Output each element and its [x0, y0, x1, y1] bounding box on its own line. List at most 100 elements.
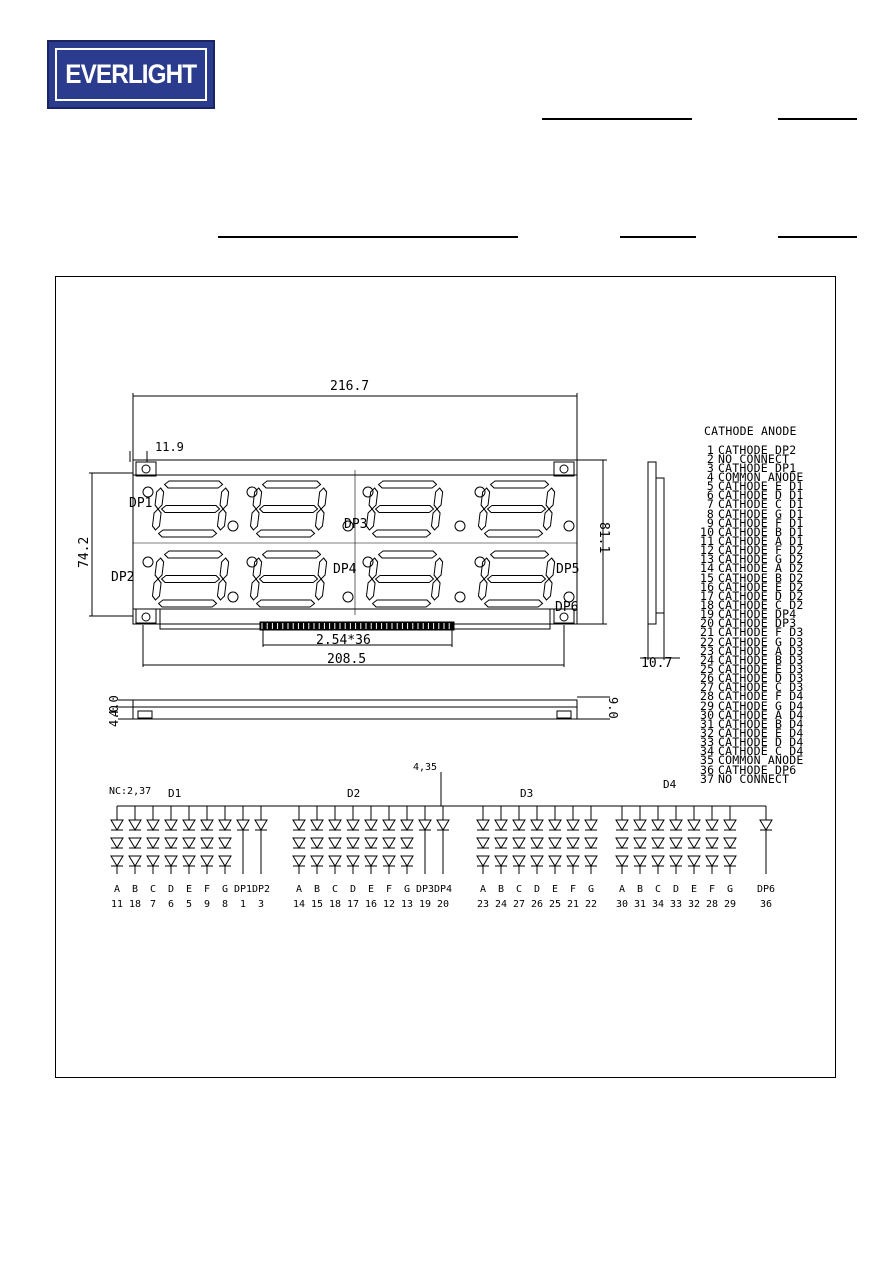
pin-description: CATHODE DP4 — [718, 607, 797, 622]
pin-description: CATHODE DP1 — [718, 460, 797, 475]
group-d3-label: D3 — [520, 787, 533, 800]
diode-symbol — [530, 837, 544, 849]
segment — [365, 508, 376, 531]
header-rule-3 — [218, 236, 518, 238]
segment — [255, 599, 316, 608]
pin-description: CATHODE E D3 — [718, 661, 804, 676]
dim-thickness-total: 9.0 — [606, 697, 620, 719]
segment-chain — [687, 806, 701, 874]
dp-dot — [474, 556, 486, 568]
diode-symbol — [651, 837, 665, 849]
dim-hole-offset: 11.9 — [155, 440, 184, 454]
segment-chain — [182, 806, 196, 874]
circuit-diagram: A11B18C7D6E5F9G8DP11DP23A14B15C18D17E16F… — [110, 772, 775, 910]
segment — [317, 557, 328, 580]
segment-chain — [292, 806, 306, 874]
diode-symbol — [310, 819, 324, 831]
segment-chain — [615, 806, 629, 874]
segment-chain — [346, 806, 360, 874]
mount-tab — [553, 608, 575, 624]
diode-symbol — [476, 837, 490, 849]
diode-symbol — [512, 855, 526, 867]
mount-tab — [135, 461, 157, 477]
segment — [261, 480, 322, 489]
mount-hole — [559, 612, 569, 622]
pin-number: 8 — [706, 506, 714, 521]
diode-symbol — [400, 855, 414, 867]
logo-border: EVERLIGHT — [55, 48, 207, 101]
diode-symbol — [723, 837, 737, 849]
segment — [249, 508, 260, 531]
pin-description: CATHODE D D1 — [718, 488, 804, 503]
pin-label: 24 — [495, 899, 507, 910]
segment-label: A — [296, 884, 302, 895]
pin-number: 20 — [700, 616, 715, 631]
pin-description: CATHODE B D4 — [718, 716, 804, 731]
segment — [314, 508, 325, 531]
segment-label: F — [709, 884, 715, 895]
pin-number: 17 — [700, 588, 715, 603]
segment — [542, 578, 553, 601]
segment — [371, 599, 432, 608]
pin-description: CATHODE C D4 — [718, 744, 804, 759]
pin-label: 16 — [365, 899, 377, 910]
diode-symbol — [182, 819, 196, 831]
diode-symbol — [651, 855, 665, 867]
segment-label: DP4 — [434, 884, 452, 895]
segment-label: G — [404, 884, 410, 895]
segment — [261, 550, 322, 559]
diode-symbol — [669, 819, 683, 831]
diode-symbol — [494, 837, 508, 849]
segment — [154, 557, 165, 580]
diode-symbol — [254, 819, 268, 831]
pin-label: 29 — [724, 899, 736, 910]
segment-label: D — [350, 884, 356, 895]
pin-label: 9 — [204, 899, 210, 910]
diode-symbol — [687, 819, 701, 831]
pin-number: 35 — [700, 753, 715, 768]
mount-hole — [141, 464, 151, 474]
segment — [258, 505, 319, 513]
pin-description: CATHODE F D1 — [718, 515, 804, 530]
mount-tab — [553, 461, 575, 477]
diode-symbol — [128, 855, 142, 867]
pin-number: 36 — [700, 762, 715, 777]
segment-label: D — [168, 884, 174, 895]
segment-chain — [328, 806, 342, 874]
pin-label: 19 — [419, 899, 431, 910]
pin-label: 18 — [329, 899, 341, 910]
segment — [163, 480, 224, 489]
segment-label: DP1 — [234, 884, 252, 895]
diode-symbol — [382, 855, 396, 867]
segment — [219, 557, 230, 580]
segment — [486, 575, 547, 583]
pin-description: CATHODE E D4 — [718, 725, 804, 740]
dim-side-depth: 10.7 — [641, 656, 672, 671]
segment-chain — [128, 806, 142, 874]
segment — [216, 578, 227, 601]
diode-symbol — [476, 855, 490, 867]
pin-label: 32 — [688, 899, 700, 910]
segment-chain — [584, 806, 598, 874]
pin-number: 12 — [700, 543, 715, 558]
seven-segment-digit — [249, 480, 328, 538]
diode-symbol — [110, 819, 124, 831]
mount-hole — [141, 612, 151, 622]
header-rule-4 — [620, 236, 696, 238]
segment-chain — [633, 806, 647, 874]
diode-symbol — [128, 837, 142, 849]
segment-label: DP6 — [757, 884, 775, 895]
segment-chain — [236, 806, 250, 874]
diode-symbol — [182, 837, 196, 849]
